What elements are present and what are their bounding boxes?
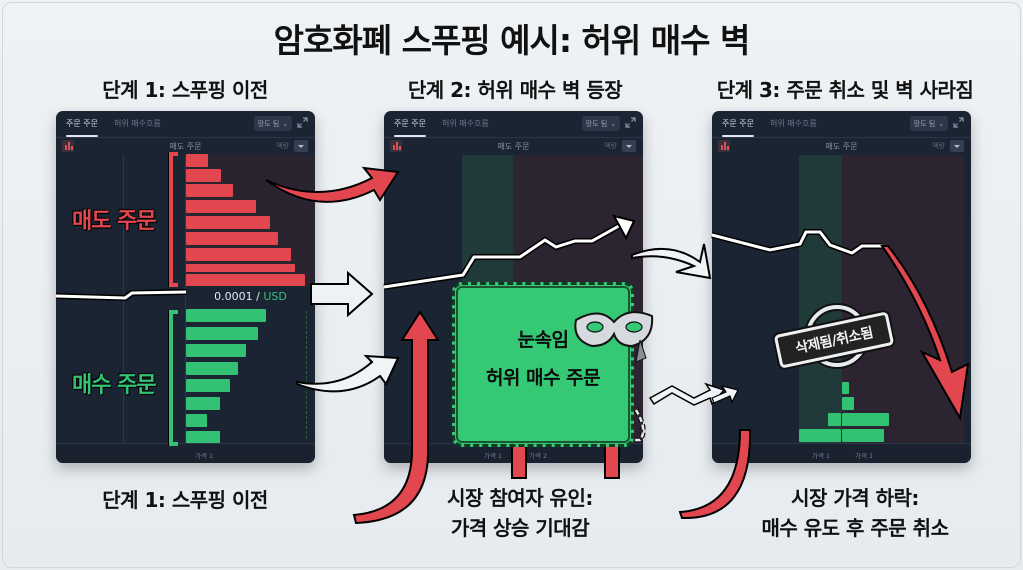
- volume-label: 액량: [604, 142, 617, 150]
- price-axis-label: 가격 2: [529, 452, 548, 460]
- sell-bar: [186, 200, 256, 213]
- buy-bar: [186, 431, 220, 444]
- price-row: 0.0001 / USD: [186, 286, 315, 308]
- fake-wall-line-2: 허위 매수 주문: [485, 367, 601, 389]
- orderbook-panel-stage-3: 주문 주문 허위 매수흐름 망도 팀 ⌄ 매도 주문 액량 가격 1 가격 1: [712, 111, 971, 463]
- price-axis-label: 가격 1: [484, 452, 503, 460]
- volume-label: 액량: [932, 142, 945, 150]
- buy-bar: [799, 429, 841, 442]
- buy-bar: [186, 397, 220, 410]
- bar-chart-icon[interactable]: [62, 140, 74, 152]
- stage-2-caption: 시장 참여자 유인: 가격 상승 기대감: [400, 483, 640, 543]
- panel-header: 주문 주문 허위 매수흐름 망도 팀 ⌄: [384, 111, 643, 138]
- expand-icon[interactable]: [953, 117, 964, 128]
- stage-1-title: 단계 1: 스푸핑 이전: [102, 78, 268, 102]
- buy-bar: [186, 379, 230, 392]
- tab-orders[interactable]: 주문 주문: [394, 119, 426, 137]
- buy-bar: [842, 397, 854, 410]
- caption-line: 단계 1: 스푸핑 이전: [102, 488, 268, 512]
- sell-orders-label: 매도 주문: [497, 142, 530, 151]
- dropdown-label: 망도 팀: [913, 119, 936, 128]
- volume-dropdown-button[interactable]: [950, 140, 964, 152]
- buy-orders-annotation: 매수 주문: [72, 373, 157, 398]
- buy-bar: [186, 344, 246, 357]
- dropdown-label: 망도 팀: [257, 119, 280, 128]
- price-value: 0.0001 /: [214, 290, 264, 303]
- fake-wall-line-1: 눈속임: [517, 329, 569, 351]
- view-dropdown[interactable]: 망도 팀 ⌄: [582, 116, 620, 131]
- tab-fake-flow[interactable]: 허위 매수흐름: [770, 119, 817, 128]
- sell-orders-label: 매도 주문: [169, 142, 202, 151]
- dropdown-label: 망도 팀: [585, 119, 608, 128]
- panel-footer: 가격 1: [56, 443, 315, 463]
- chevron-down-icon: ⌄: [282, 119, 289, 128]
- caption-line: 가격 상승 기대감: [450, 516, 590, 540]
- bar-chart-icon[interactable]: [390, 140, 402, 152]
- chevron-down-icon: ⌄: [610, 119, 617, 128]
- panel-subheader: 매도 주문 액량: [384, 138, 643, 155]
- tab-fake-flow[interactable]: 허위 매수흐름: [114, 119, 161, 128]
- page-title: 암호화폐 스푸핑 예시: 허위 매수 벽: [273, 21, 751, 60]
- bar-chart-icon[interactable]: [718, 140, 730, 152]
- sell-bar: [186, 274, 305, 287]
- sell-bar: [186, 248, 291, 261]
- buy-bar: [186, 309, 266, 322]
- fake-buy-wall: 눈속임 허위 매수 주문: [452, 282, 634, 447]
- tab-fake-flow[interactable]: 허위 매수흐름: [442, 119, 489, 128]
- volume-label: 액량: [276, 142, 289, 150]
- sell-orders-annotation: 매도 주문: [72, 209, 157, 234]
- sell-bar: [186, 232, 278, 245]
- stage-2-title: 단계 2: 허위 매수 벽 등장: [407, 78, 623, 102]
- panel-header: 주문 주문 허위 매수흐름 망도 팀 ⌄: [712, 111, 971, 138]
- view-dropdown[interactable]: 망도 팀 ⌄: [254, 116, 292, 131]
- stage-3-title: 단계 3: 주문 취소 및 벽 사라짐: [716, 78, 974, 102]
- buy-bracket: [169, 310, 178, 446]
- buy-bar: [186, 327, 258, 340]
- panel-header: 주문 주문 허위 매수흐름 망도 팀 ⌄: [56, 111, 315, 138]
- sell-orders-label: 매도 주문: [825, 142, 858, 151]
- buy-bar: [842, 382, 849, 394]
- grid-line: [123, 155, 124, 443]
- panel-footer: 가격 1 가격 1: [712, 443, 971, 463]
- buy-bar: [186, 362, 238, 375]
- tab-orders[interactable]: 주문 주문: [722, 119, 754, 137]
- sell-bar: [186, 264, 295, 272]
- buy-bar: [842, 429, 884, 442]
- stage-3-caption: 시장 가격 하락: 매수 유도 후 주문 취소: [720, 483, 990, 543]
- stage-1-caption: 단계 1: 스푸핑 이전: [40, 485, 330, 515]
- chevron-down-icon: ⌄: [938, 119, 945, 128]
- buy-bar: [828, 413, 841, 426]
- caption-line: 매수 유도 후 주문 취소: [761, 516, 949, 540]
- price-axis-label: 가격 1: [812, 452, 831, 460]
- expand-icon[interactable]: [625, 117, 636, 128]
- buy-zone: [799, 155, 842, 443]
- currency-label: USD: [263, 290, 287, 303]
- grid-line: [306, 311, 307, 439]
- caption-line: 시장 참여자 유인:: [447, 486, 593, 510]
- volume-dropdown-button[interactable]: [294, 140, 308, 152]
- sell-bar: [186, 216, 270, 229]
- panel-subheader: 매도 주문 액량: [56, 138, 315, 155]
- price-axis-label: 가격 1: [195, 452, 214, 460]
- buy-bar: [842, 413, 889, 426]
- buy-bar: [186, 414, 207, 427]
- orderbook-panel-stage-1: 주문 주문 허위 매수흐름 망도 팀 ⌄ 매도 주문 액량 0.0001 / U…: [56, 111, 315, 463]
- sell-bar: [186, 169, 221, 182]
- sell-zone: [842, 155, 964, 443]
- sell-bar: [186, 184, 233, 197]
- view-dropdown[interactable]: 망도 팀 ⌄: [910, 116, 948, 131]
- price-axis-label: 가격 1: [855, 452, 874, 460]
- panel-subheader: 매도 주문 액량: [712, 138, 971, 155]
- caption-line: 시장 가격 하락:: [791, 486, 919, 510]
- sell-bar: [186, 154, 208, 167]
- volume-dropdown-button[interactable]: [622, 140, 636, 152]
- expand-icon[interactable]: [297, 117, 308, 128]
- tab-orders[interactable]: 주문 주문: [66, 119, 98, 137]
- sell-bracket: [169, 152, 178, 287]
